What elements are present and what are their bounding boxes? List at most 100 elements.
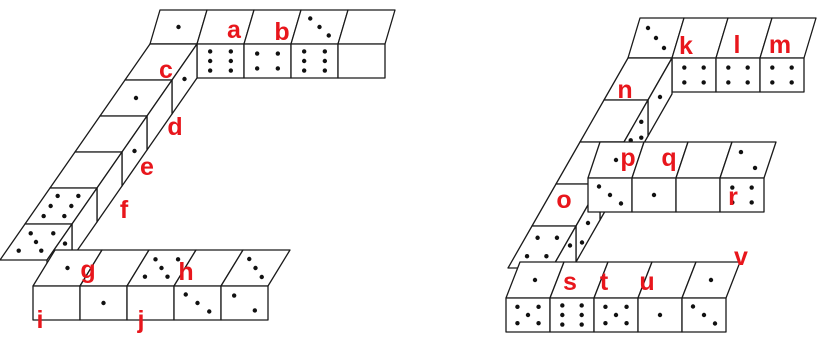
die-pip — [726, 80, 730, 84]
die-pip — [624, 305, 628, 309]
label-d: d — [167, 113, 182, 141]
right-dice-figure — [506, 18, 816, 332]
die-pip — [560, 322, 564, 326]
label-s: s — [563, 268, 577, 296]
die-pip — [65, 266, 69, 270]
die-pip — [608, 193, 612, 197]
die-pip — [515, 321, 519, 325]
die-pip — [253, 266, 257, 270]
die-pip — [63, 241, 67, 245]
die-front-face — [291, 44, 338, 78]
die-pip — [229, 68, 233, 72]
die-pip — [654, 36, 658, 40]
label-m: m — [769, 31, 791, 59]
die-pip — [232, 293, 236, 297]
die-pip — [48, 204, 52, 208]
die-pip — [255, 51, 259, 55]
die-front-face — [676, 178, 720, 212]
die-pip — [682, 80, 686, 84]
die-pip — [208, 59, 212, 63]
die-pip — [76, 194, 80, 198]
die-pip — [17, 248, 21, 252]
die-pip — [682, 65, 686, 69]
die-pip — [603, 321, 607, 325]
die-pip — [770, 80, 774, 84]
die-pip — [55, 194, 59, 198]
die-pip — [586, 221, 590, 225]
die-pip — [159, 266, 163, 270]
die-pip — [749, 185, 753, 189]
die-front-face — [760, 58, 804, 92]
die-pip — [658, 313, 662, 317]
die-pip — [153, 257, 157, 261]
die-pip — [276, 51, 280, 55]
die-pip — [579, 322, 583, 326]
die-pip — [29, 231, 33, 235]
label-h: h — [178, 258, 193, 286]
die-pip — [536, 321, 540, 325]
die-pip — [624, 321, 628, 325]
label-t: t — [600, 268, 609, 296]
label-b: b — [274, 18, 289, 46]
die-front-face — [672, 58, 716, 92]
die-pip — [302, 68, 306, 72]
label-l: l — [734, 31, 741, 59]
label-e: e — [140, 153, 154, 181]
die-pip — [302, 49, 306, 53]
die-pip — [789, 80, 793, 84]
label-v: v — [734, 243, 748, 271]
die-pip — [195, 301, 199, 305]
die-pip — [323, 59, 327, 63]
die-pip — [745, 65, 749, 69]
label-g: g — [80, 256, 95, 284]
die-pip — [323, 49, 327, 53]
die-pip — [560, 313, 564, 317]
die-pip — [789, 65, 793, 69]
die-pip — [614, 158, 618, 162]
die-pip — [580, 240, 584, 244]
die-front-face — [197, 44, 244, 78]
die-pip — [143, 274, 147, 278]
die-pip — [39, 248, 43, 252]
die-pip — [658, 95, 662, 99]
die-pip — [229, 49, 233, 53]
die-pip — [701, 80, 705, 84]
die-pip — [749, 200, 753, 204]
die-pip — [247, 257, 251, 261]
die-pip — [614, 313, 618, 317]
die-pip — [639, 135, 643, 139]
die-pip — [260, 275, 264, 279]
die-pip — [184, 292, 188, 296]
die-pip — [323, 68, 327, 72]
die-pip — [165, 274, 169, 278]
die-pip — [62, 214, 66, 218]
die-pip — [555, 236, 559, 240]
label-r: r — [728, 183, 738, 211]
die-pip — [597, 184, 601, 188]
label-i: i — [37, 306, 44, 334]
die-pip — [533, 278, 537, 282]
die-pip — [662, 46, 666, 50]
label-a: a — [227, 16, 242, 44]
die-pip — [713, 321, 717, 325]
die-pip — [317, 25, 321, 29]
die-pip — [701, 65, 705, 69]
die-pip — [753, 166, 757, 170]
die-pip — [525, 254, 529, 258]
die-pip — [101, 301, 105, 305]
die-pip — [639, 120, 643, 124]
die-pip — [255, 66, 259, 70]
die-pip — [134, 96, 138, 100]
label-q: q — [661, 144, 676, 172]
die-pip — [302, 59, 306, 63]
die-pip — [229, 59, 233, 63]
die-pip — [709, 278, 713, 282]
die-pip — [652, 193, 656, 197]
die-pip — [739, 150, 743, 154]
die-pip — [526, 313, 530, 317]
die-front-face — [720, 178, 764, 212]
die-pip — [515, 305, 519, 309]
die-pip — [603, 305, 607, 309]
die-pip — [535, 236, 539, 240]
